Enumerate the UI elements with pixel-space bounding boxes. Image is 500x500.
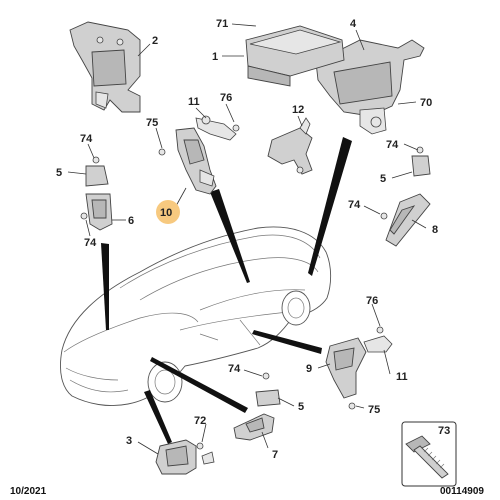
callout-3: 3 — [126, 435, 132, 447]
footer-date: 10/2021 — [10, 486, 47, 497]
callout-76-upper: 76 — [220, 92, 232, 104]
part-2-bracket — [69, 21, 141, 113]
pointer-lock-front — [101, 243, 109, 330]
pointer-bcm — [308, 137, 352, 276]
part-1-module — [245, 25, 345, 87]
part-73-bolt-box — [401, 421, 457, 487]
callout-70: 70 — [420, 97, 432, 109]
part-5-8-right-assembly — [380, 146, 431, 247]
pointer-part-3 — [144, 390, 172, 444]
callout-11-lower: 11 — [396, 371, 408, 383]
part-10-latch-assembly — [158, 115, 240, 195]
callout-73: 73 — [438, 425, 450, 437]
callout-10: 10 — [160, 207, 172, 219]
callout-1: 1 — [212, 51, 218, 63]
callout-74-lower: 74 — [228, 363, 241, 375]
callout-10-highlight: 10 — [156, 200, 180, 224]
callout-76-lower: 76 — [366, 295, 378, 307]
leader-lines — [67, 23, 427, 455]
pointer-part-9 — [252, 330, 322, 354]
callout-74-left-top: 74 — [80, 133, 93, 145]
pointer-part-10 — [210, 189, 250, 283]
callout-74-right-mid: 74 — [348, 199, 361, 211]
callout-74-right-top: 74 — [386, 139, 399, 151]
callout-7: 7 — [272, 449, 278, 461]
pointer-part-7 — [150, 357, 248, 413]
callout-75-lower: 75 — [368, 404, 380, 416]
callout-9: 9 — [306, 363, 312, 375]
callout-5-left: 5 — [56, 167, 62, 179]
part-5-7-lower-assembly — [233, 372, 281, 441]
callout-5-right: 5 — [380, 173, 386, 185]
car-illustration — [60, 226, 332, 407]
callout-75-upper: 75 — [146, 117, 158, 129]
footer-reference: 00114909 — [440, 486, 484, 497]
callout-72: 72 — [194, 415, 206, 427]
callout-labels: 71 1 4 2 70 11 76 75 12 74 74 5 5 74 74 … — [56, 18, 450, 461]
callout-71: 71 — [216, 18, 228, 30]
callout-12: 12 — [292, 104, 304, 116]
callout-8: 8 — [432, 224, 438, 236]
callout-2: 2 — [152, 35, 158, 47]
part-12-bracket — [267, 117, 313, 175]
callout-6: 6 — [128, 215, 134, 227]
callout-74-left-bottom: 74 — [84, 237, 97, 249]
callout-5-lower: 5 — [298, 401, 304, 413]
part-9-bracket-assembly — [325, 326, 393, 410]
part-5-6-left-assembly — [80, 156, 113, 231]
callout-11-upper: 11 — [188, 96, 200, 108]
part-3-bracket — [155, 439, 215, 475]
location-pointers — [101, 137, 352, 444]
callout-4: 4 — [350, 18, 357, 30]
bolt-icon — [405, 435, 449, 479]
